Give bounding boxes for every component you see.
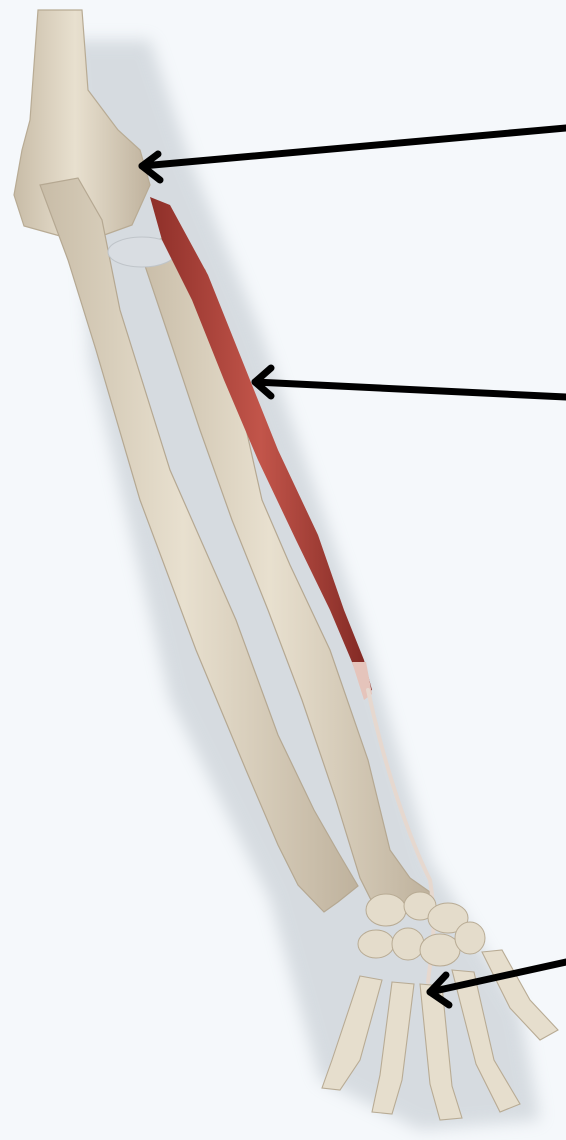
arrow-origin-line <box>142 128 566 166</box>
arrow-muscle-line <box>255 382 566 397</box>
